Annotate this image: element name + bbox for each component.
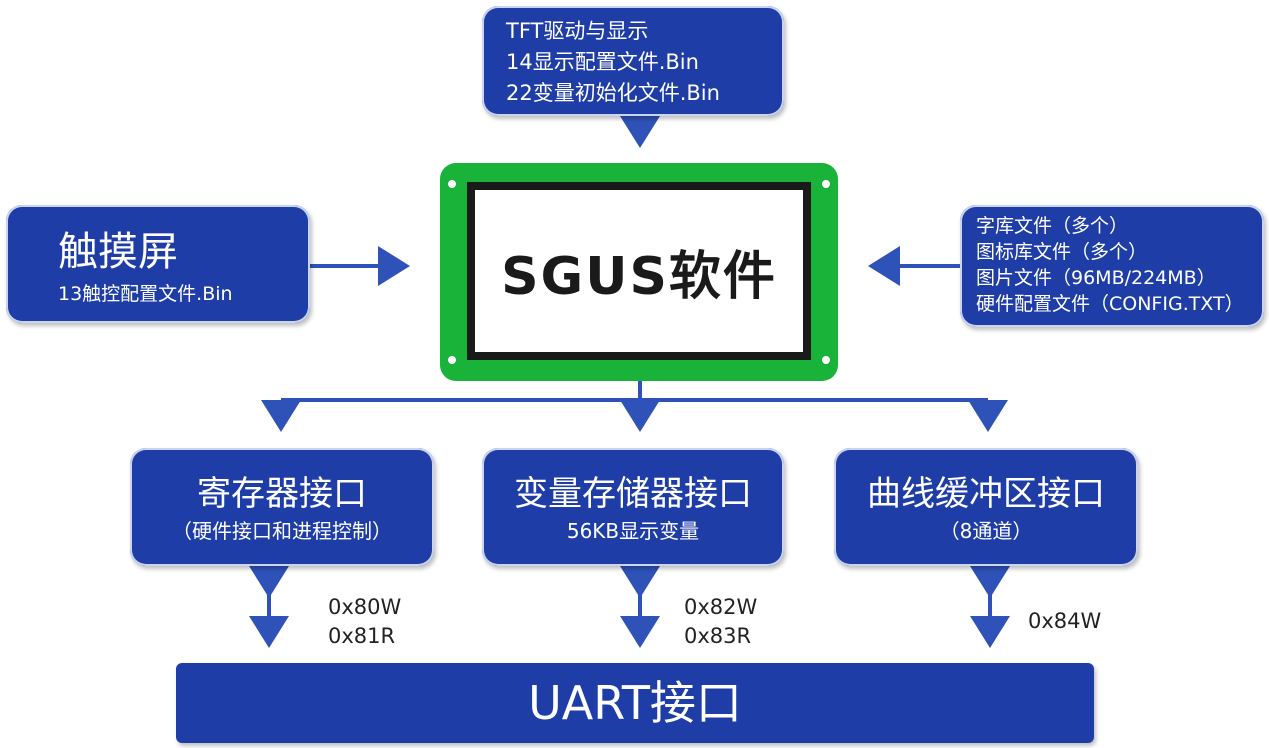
register-address-write: 0x80W [328, 595, 402, 619]
curve-buffer-interface-subtitle: （8通道） [939, 519, 1033, 543]
curve-address-write: 0x84W [1028, 609, 1102, 633]
image-files-line: 图片文件（96MB/224MB） [976, 267, 1216, 289]
uart-interface-label: UART接口 [528, 676, 742, 730]
screen-corner-dot [822, 356, 830, 364]
register-interface-subtitle: （硬件接口和进程控制） [172, 519, 392, 543]
touch-screen-box: 触摸屏 13触控配置文件.Bin [6, 205, 310, 323]
tft-config-box: TFT驱动与显示 14显示配置文件.Bin 22变量初始化文件.Bin [482, 6, 784, 116]
font-files-line: 字库文件（多个） [976, 215, 1129, 237]
tft-line-3: 22变量初始化文件.Bin [506, 81, 720, 105]
screen-display [467, 182, 811, 360]
register-interface-box: 寄存器接口 （硬件接口和进程控制） [130, 448, 434, 566]
curve-buffer-interface-title: 曲线缓冲区接口 [867, 474, 1105, 514]
variable-memory-interface-box: 变量存储器接口 56KB显示变量 [482, 448, 784, 566]
register-address-read: 0x81R [328, 624, 396, 648]
icon-files-line: 图标库文件（多个） [976, 241, 1148, 263]
screen-corner-dot [822, 180, 830, 188]
touch-subtitle: 13触控配置文件.Bin [58, 283, 233, 305]
variable-memory-interface-title: 变量存储器接口 [514, 474, 752, 514]
variable-address-read: 0x83R [684, 624, 752, 648]
variable-address-write: 0x82W [684, 595, 758, 619]
variable-memory-interface-subtitle: 56KB显示变量 [566, 519, 700, 543]
tft-line-2: 14显示配置文件.Bin [506, 50, 699, 74]
curve-buffer-interface-box: 曲线缓冲区接口 （8通道） [834, 448, 1138, 566]
screen-corner-dot [448, 356, 456, 364]
screen-corner-dot [448, 180, 456, 188]
resource-files-box: 字库文件（多个） 图标库文件（多个） 图片文件（96MB/224MB） 硬件配置… [960, 205, 1264, 327]
uart-interface-bar: UART接口 [176, 663, 1094, 743]
sgus-software-label: SGUS软件 [501, 246, 777, 307]
tft-line-1: TFT驱动与显示 [506, 19, 649, 43]
hardware-config-line: 硬件配置文件（CONFIG.TXT） [976, 293, 1244, 315]
register-interface-title: 寄存器接口 [197, 474, 367, 514]
touch-title: 触摸屏 [58, 229, 178, 275]
